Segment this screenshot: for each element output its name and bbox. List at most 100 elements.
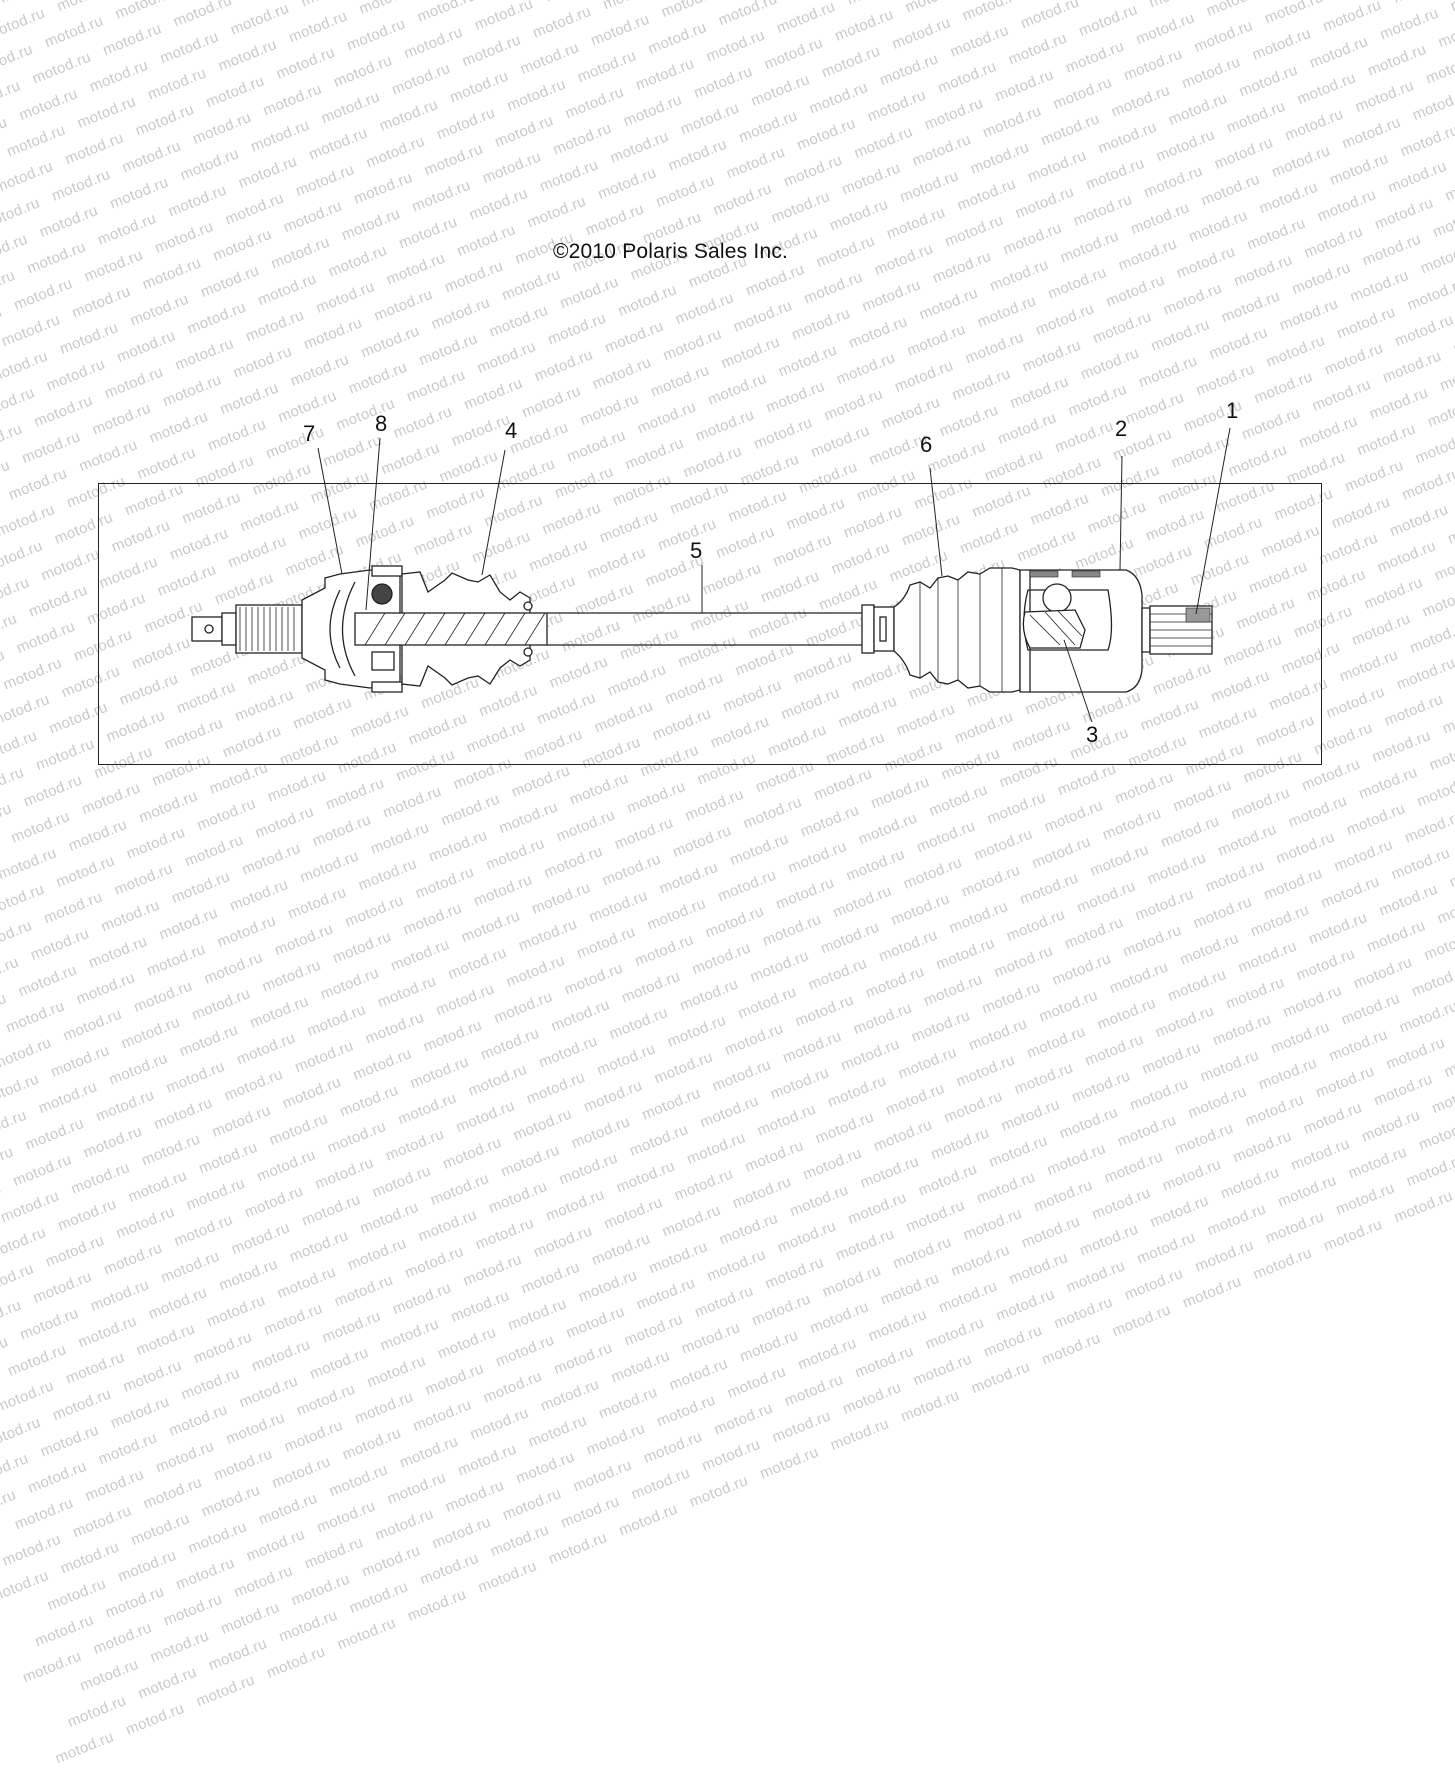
callout-3: 3 — [1086, 722, 1098, 748]
watermark-text: motod.ru — [148, 1626, 214, 1666]
watermark-text: motod.ru — [23, 1114, 89, 1154]
watermark-text: motod.ru — [481, 1367, 547, 1407]
watermark-text: motod.ru — [327, 1460, 393, 1500]
watermark-text: motod.ru — [506, 1294, 572, 1334]
watermark-text: motod.ru — [770, 1406, 836, 1446]
watermark-text: motod.ru — [402, 1242, 468, 1282]
watermark-text: motod.ru — [1148, 1191, 1214, 1231]
watermark-text: motod.ru — [91, 1618, 157, 1658]
watermark-text: motod.ru — [994, 1285, 1060, 1325]
callout-2: 2 — [1115, 416, 1127, 442]
watermark-text: motod.ru — [808, 1297, 874, 1337]
watermark-text: motod.ru — [878, 1269, 944, 1309]
watermark-text: motod.ru — [448, 1286, 514, 1326]
watermark-text: motod.ru — [928, 1123, 994, 1163]
watermark-text: motod.ru — [969, 1357, 1035, 1397]
watermark-text: motod.ru — [1090, 1183, 1156, 1223]
watermark-text: motod.ru — [435, 1323, 501, 1363]
watermark-text: motod.ru — [237, 1372, 303, 1412]
watermark-text: motod.ru — [500, 1484, 566, 1524]
watermark-text: motod.ru — [33, 1610, 99, 1650]
watermark-text: motod.ru — [698, 1092, 764, 1132]
watermark-text: motod.ru — [1334, 1179, 1400, 1219]
watermark-text: motod.ru — [277, 1606, 343, 1646]
watermark-text: motod.ru — [493, 1331, 559, 1371]
watermark-text: motod.ru — [476, 1557, 542, 1597]
part-1-stub-shaft-spline — [1142, 606, 1212, 654]
watermark-text: motod.ru — [871, 1115, 937, 1155]
watermark-text: motod.ru — [217, 1255, 283, 1295]
watermark-text: motod.ru — [1057, 1103, 1123, 1143]
watermark-text: motod.ru — [204, 1291, 270, 1331]
watermark-text: motod.ru — [370, 1161, 436, 1201]
watermark-text: motod.ru — [853, 1342, 919, 1382]
watermark-text: motod.ru — [890, 1233, 956, 1273]
callout-1: 1 — [1226, 398, 1238, 424]
watermark-text: motod.ru — [365, 1351, 431, 1391]
watermark-text: motod.ru — [1039, 1329, 1105, 1369]
watermark-text: motod.ru — [936, 1277, 1002, 1317]
watermark-text: motod.ru — [1193, 1236, 1259, 1276]
watermark-text: motod.ru — [684, 1128, 750, 1168]
watermark-text: motod.ru — [158, 1247, 224, 1287]
watermark-text: motod.ru — [514, 1447, 580, 1487]
watermark-text: motod.ru — [299, 1190, 365, 1230]
watermark-text: motod.ru — [1110, 1300, 1176, 1340]
watermark-text: motod.ru — [692, 1281, 758, 1321]
watermark-text: motod.ru — [961, 1204, 1027, 1244]
watermark-text: motod.ru — [0, 1186, 64, 1226]
watermark-text: motod.ru — [564, 1302, 630, 1342]
watermark-text: motod.ru — [139, 1130, 205, 1170]
watermark-text: motod.ru — [289, 1570, 355, 1610]
watermark-text: motod.ru — [999, 1095, 1065, 1135]
watermark-text: motod.ru — [667, 1354, 733, 1394]
watermark-text: motod.ru — [1052, 1293, 1118, 1333]
watermark-text: motod.ru — [18, 1304, 84, 1344]
watermark-text: motod.ru — [1416, 1114, 1455, 1154]
watermark-text: motod.ru — [981, 1321, 1047, 1361]
watermark-text: motod.ru — [134, 1319, 200, 1359]
watermark-text: motod.ru — [383, 1125, 449, 1165]
watermark-text: motod.ru — [0, 1259, 38, 1299]
watermark-text: motod.ru — [617, 1500, 683, 1540]
watermark-text: motod.ru — [755, 1100, 821, 1140]
watermark-text: motod.ru — [499, 1141, 565, 1181]
watermark-text: motod.ru — [395, 1089, 461, 1129]
watermark-text: motod.ru — [50, 1384, 116, 1424]
watermark-text: motod.ru — [634, 1274, 700, 1314]
watermark-text: motod.ru — [417, 1549, 483, 1589]
watermark-text: motod.ru — [576, 1266, 642, 1306]
watermark-text: motod.ru — [1205, 1199, 1271, 1239]
watermark-text: motod.ru — [166, 1400, 232, 1440]
watermark-text: motod.ru — [757, 1443, 823, 1483]
watermark-text: motod.ru — [0, 1106, 31, 1146]
watermark-text: motod.ru — [26, 1457, 92, 1497]
callout-7: 7 — [303, 421, 315, 447]
callout-5: 5 — [690, 538, 702, 564]
watermark-text: motod.ru — [129, 1509, 195, 1549]
watermark-text: motod.ru — [108, 1392, 174, 1432]
watermark-text: motod.ru — [249, 1335, 315, 1375]
watermark-text: motod.ru — [55, 1195, 121, 1235]
watermark-text: motod.ru — [270, 1452, 336, 1492]
watermark-text: motod.ru — [1122, 1264, 1188, 1304]
watermark-text: motod.ru — [335, 1614, 401, 1654]
watermark-text: motod.ru — [589, 1229, 655, 1269]
watermark-text: motod.ru — [558, 1492, 624, 1532]
watermark-text: motod.ru — [58, 1538, 124, 1578]
watermark-text: motod.ru — [443, 1476, 509, 1516]
watermark-text: motod.ru — [898, 1386, 964, 1426]
watermark-text: motod.ru — [916, 1160, 982, 1200]
watermark-text: motod.ru — [38, 1421, 104, 1461]
watermark-text: motod.ru — [0, 1413, 45, 1453]
callout-6: 6 — [920, 432, 932, 458]
watermark-text: motod.ru — [65, 1691, 131, 1731]
watermark-text: motod.ru — [264, 1642, 330, 1682]
watermark-text: motod.ru — [1064, 1256, 1130, 1296]
watermark-text: motod.ru — [1172, 1119, 1238, 1159]
watermark-text: motod.ru — [1346, 1142, 1412, 1182]
watermark-text: motod.ru — [1230, 1127, 1296, 1167]
watermark-text: motod.ru — [267, 1109, 333, 1149]
watermark-text: motod.ru — [551, 1338, 617, 1378]
watermark-text: motod.ru — [1102, 1147, 1168, 1187]
